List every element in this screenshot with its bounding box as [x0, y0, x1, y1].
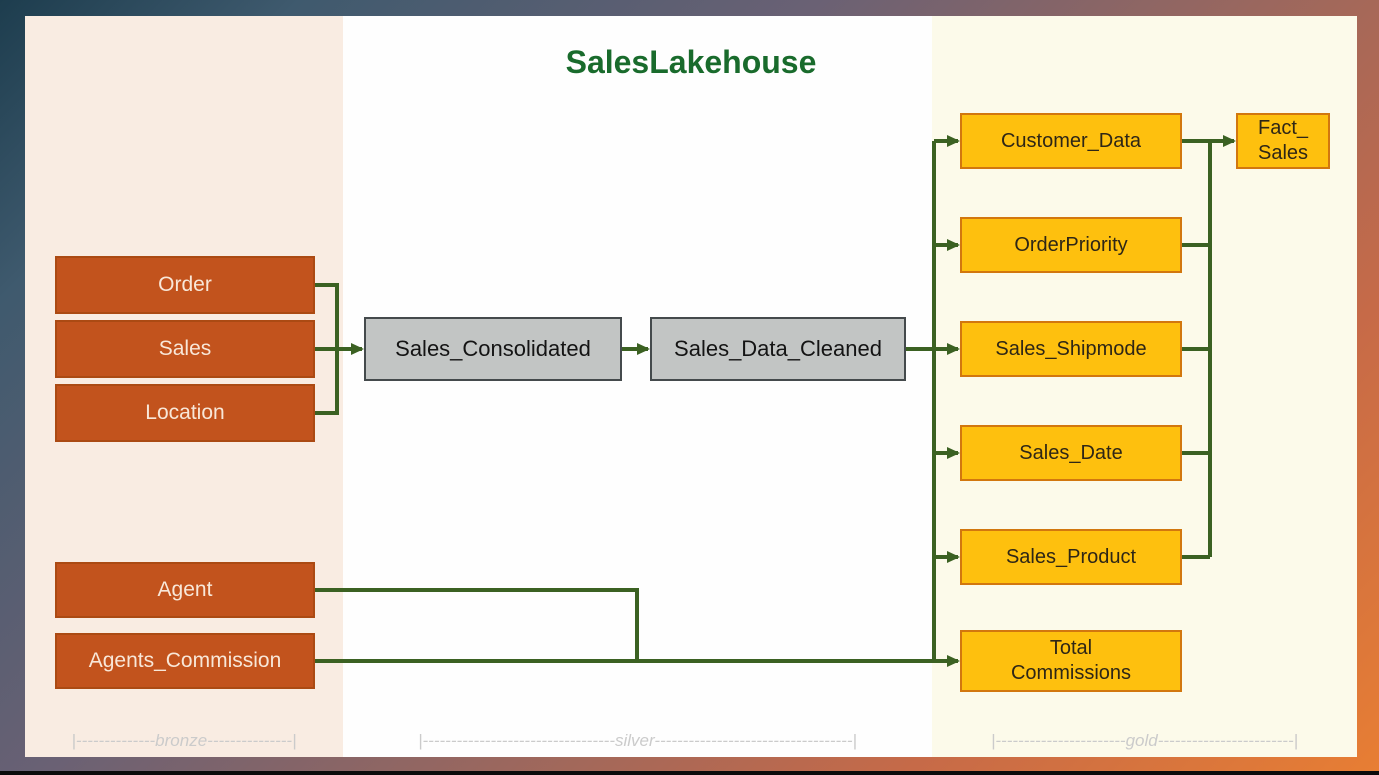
node-total-commissions: Total Commissions: [960, 630, 1182, 692]
node-location: Location: [55, 384, 315, 442]
node-label-sales-data-cleaned: Sales_Data_Cleaned: [674, 336, 882, 362]
zone-label-bronze: |--------------bronze---------------|: [71, 731, 297, 750]
node-agents-commission: Agents_Commission: [55, 633, 315, 689]
zone-label-gold: |-----------------------gold------------…: [990, 731, 1299, 750]
page-title: SalesLakehouse: [565, 44, 817, 80]
node-sales-data-cleaned: Sales_Data_Cleaned: [650, 317, 906, 381]
node-label-sales-product: Sales_Product: [1005, 545, 1137, 568]
diagram-canvas: |--------------bronze---------------| |-…: [25, 16, 1357, 757]
node-agent: Agent: [55, 562, 315, 618]
node-label-customer-data: Customer_Data: [1000, 129, 1142, 152]
node-label-fact-sales: Fact_ Sales: [1257, 117, 1309, 164]
edge-order-to-junction: [315, 283, 339, 349]
node-label-order: Order: [158, 272, 212, 296]
edge-location-to-junction: [315, 349, 339, 415]
node-label-sales: Sales: [158, 336, 212, 360]
node-label-location: Location: [145, 400, 225, 424]
node-order: Order: [55, 256, 315, 314]
node-label-agent: Agent: [157, 577, 213, 601]
node-sales-consolidated: Sales_Consolidated: [364, 317, 622, 381]
node-label-total-commissions: Total Commissions: [1010, 637, 1132, 684]
node-sales-product: Sales_Product: [960, 529, 1182, 585]
node-sales-shipmode: Sales_Shipmode: [960, 321, 1182, 377]
letterbox-bar: [0, 771, 1379, 775]
zone-label-silver: |----------------------------------silve…: [418, 731, 857, 750]
node-sales-date: Sales_Date: [960, 425, 1182, 481]
node-label-order-priority: OrderPriority: [1014, 233, 1128, 256]
node-customer-data: Customer_Data: [960, 113, 1182, 169]
node-fact-sales: Fact_ Sales: [1236, 113, 1330, 169]
node-label-agents-commission: Agents_Commission: [88, 648, 282, 672]
node-label-sales-shipmode: Sales_Shipmode: [995, 337, 1147, 360]
edges-layer: [315, 135, 1236, 667]
node-label-sales-consolidated: Sales_Consolidated: [395, 336, 591, 362]
node-order-priority: OrderPriority: [960, 217, 1182, 273]
node-label-sales-date: Sales_Date: [1019, 441, 1123, 464]
node-sales: Sales: [55, 320, 315, 378]
edge-agent-to-commission-line: [315, 588, 639, 661]
